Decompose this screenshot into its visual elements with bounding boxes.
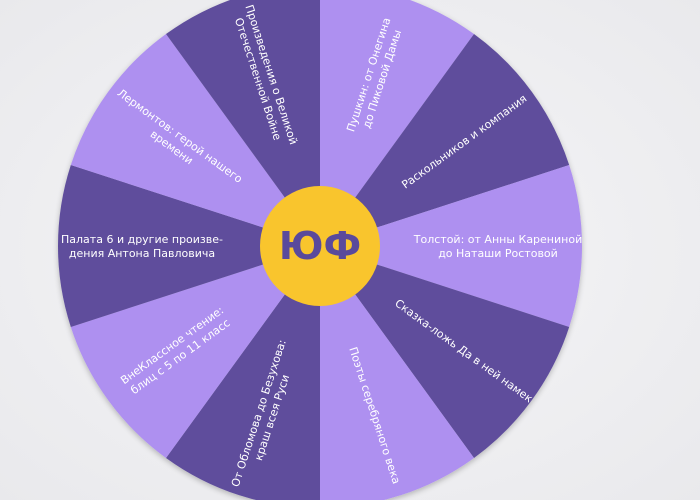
wheel-segment[interactable] — [320, 246, 570, 458]
segment-label-line: Толстой: от Анны Карениной — [413, 233, 582, 246]
segment-label-line: до Наташи Ростовой — [438, 247, 558, 260]
wheel-hub[interactable]: ЮФ — [260, 186, 380, 306]
wheel-segment[interactable] — [320, 34, 570, 246]
wheel-segments — [57, 0, 583, 500]
segment-label: Палата 6 и другие произве-дения Антона П… — [61, 233, 223, 260]
wheel-segment[interactable] — [166, 246, 320, 500]
segment-label-line: Палата 6 и другие произве- — [61, 233, 223, 246]
hub-label: ЮФ — [279, 224, 361, 268]
wheel-segment[interactable] — [320, 0, 474, 246]
segment-label-line: дения Антона Павловича — [69, 247, 215, 260]
wheel-segment[interactable] — [320, 246, 474, 500]
wheel-segment[interactable] — [70, 34, 320, 246]
hub-circle[interactable] — [260, 186, 380, 306]
wheel-segment[interactable] — [57, 165, 320, 327]
wheel-segment[interactable] — [70, 246, 320, 458]
wheel-segment[interactable] — [320, 165, 583, 327]
wheel-segment[interactable] — [166, 0, 320, 246]
